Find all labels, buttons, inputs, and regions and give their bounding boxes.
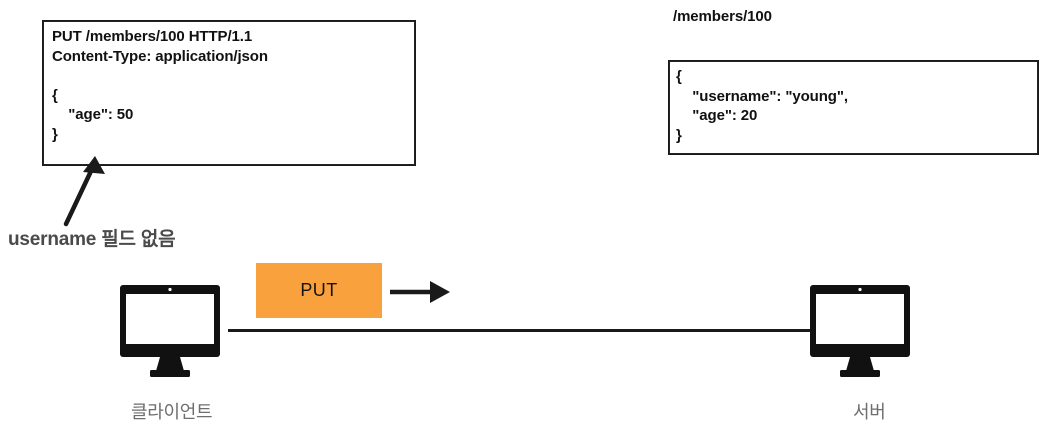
http-request-text: PUT /members/100 HTTP/1.1 Content-Type: … [52, 28, 268, 143]
server-node-label: 서버 [853, 402, 886, 422]
monitor-icon [120, 285, 220, 377]
monitor-icon [810, 285, 910, 377]
client-node-label: 클라이언트 [131, 402, 213, 422]
put-method-badge-label: PUT [300, 280, 338, 300]
annotation-arrow-icon [63, 156, 105, 227]
annotation-label: username 필드 없음 [8, 229, 176, 250]
resource-body-text: { "username": "young", "age": 20 } [676, 68, 848, 144]
right-arrow-icon [390, 281, 450, 303]
http-request-box [42, 20, 416, 166]
resource-body-box [668, 60, 1039, 155]
put-method-badge: PUT [256, 263, 382, 318]
network-connection-line [228, 329, 812, 332]
resource-path-label: /members/100 [673, 8, 772, 25]
